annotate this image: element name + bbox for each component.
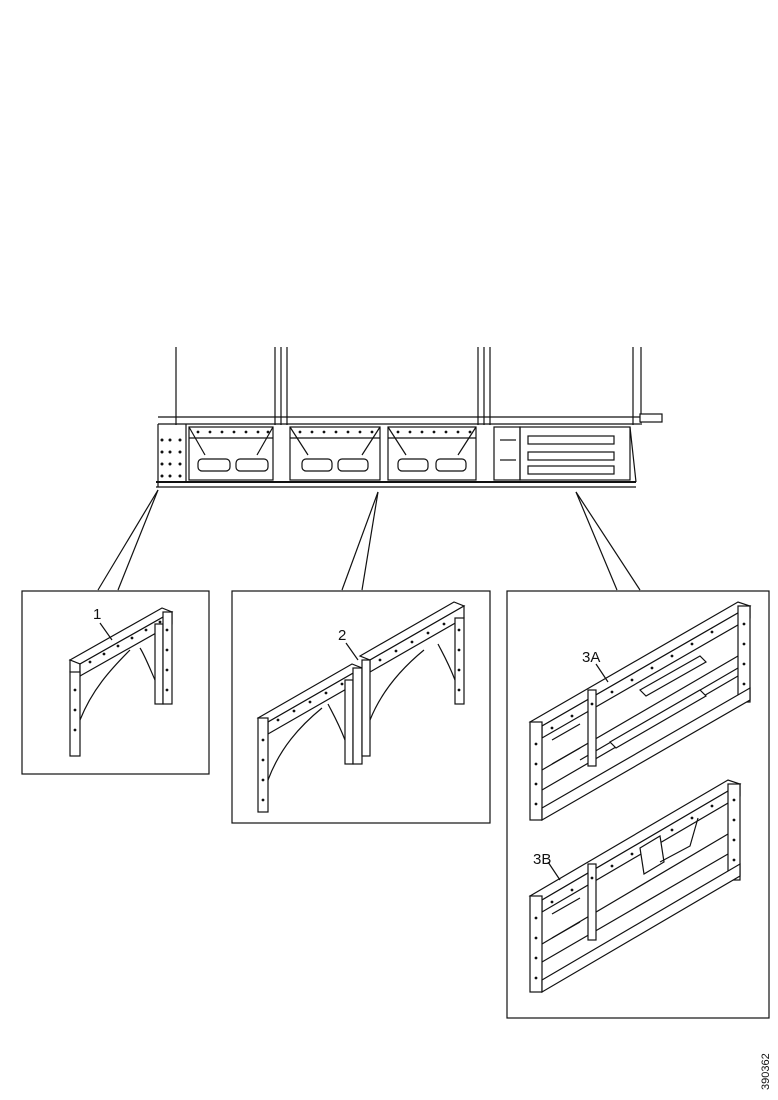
overview-left-end [157, 424, 187, 487]
rear-frame-part-3b [528, 779, 742, 994]
rear-frame-part-3a [528, 601, 752, 822]
arch-frame-part-2-rear [358, 601, 466, 757]
overview-bay-3 [387, 426, 477, 481]
callout-3b: 3B [533, 851, 551, 868]
overview-top-rail [158, 413, 663, 425]
document-number: 390362 [760, 1053, 772, 1090]
overview-bay-2 [289, 426, 381, 481]
leader-lines [97, 489, 641, 591]
callout-3a: 3A [582, 649, 600, 666]
detail-box-1: 1 [21, 590, 210, 775]
callout-2: 2 [338, 627, 346, 644]
detail-box-2: 2 [231, 590, 491, 824]
overview-vertical-posts [175, 347, 642, 425]
overview-bay-1 [188, 426, 274, 481]
callout-1: 1 [93, 606, 101, 623]
overview-rear-bay [493, 426, 637, 483]
overview-frame-assembly [156, 347, 663, 488]
arch-frame-part-2-front [256, 663, 364, 813]
overview-bottom-rail [156, 481, 636, 488]
arch-frame-part-1 [68, 607, 174, 757]
detail-box-3: 3A 3B [506, 590, 770, 1019]
